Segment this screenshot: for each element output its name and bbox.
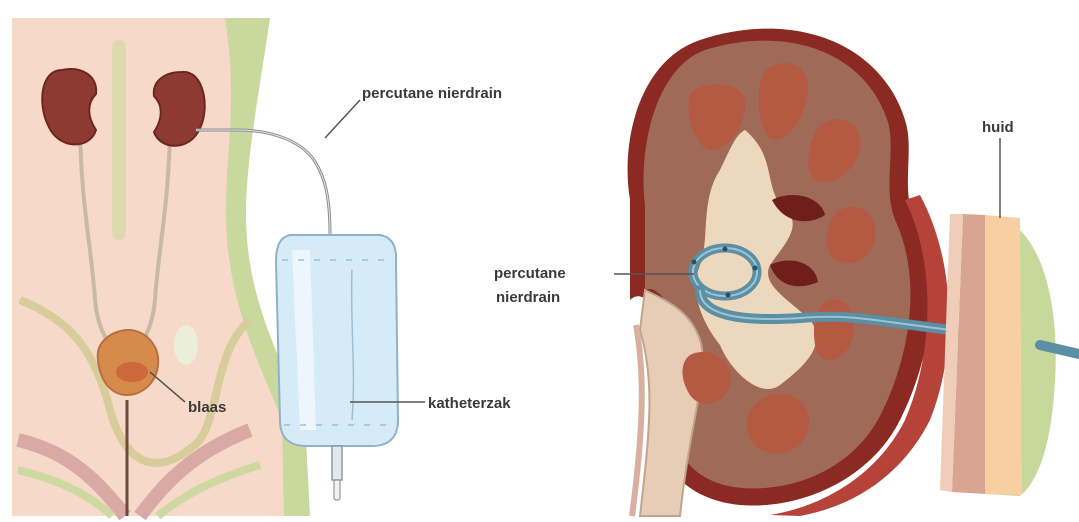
label-skin: huid xyxy=(982,119,1014,136)
drain-hole-1 xyxy=(692,260,697,265)
label-bladder: blaas xyxy=(188,399,226,416)
catheter-bag-outlet xyxy=(332,446,342,480)
drain-hole-4 xyxy=(726,293,731,298)
bladder-inner xyxy=(116,362,148,382)
label-drain-right-line1: percutane xyxy=(494,265,566,282)
kidney-right xyxy=(154,72,205,146)
kidney-cross-section xyxy=(628,29,965,516)
label-drain-left: percutane nierdrain xyxy=(362,85,502,102)
ureter-exit-band xyxy=(632,325,642,516)
skin-section xyxy=(940,214,1079,496)
drain-hole-2 xyxy=(723,247,728,252)
catheter-bag-outlet-tip xyxy=(334,480,340,500)
skin-layer-fat xyxy=(985,215,1022,495)
leader-drain-left xyxy=(325,100,360,138)
hip-joint-right xyxy=(174,325,198,365)
spine xyxy=(112,40,126,240)
label-drain-right-line2: nierdrain xyxy=(496,289,560,306)
body-figure xyxy=(12,18,398,516)
label-catheter-bag: katheterzak xyxy=(428,395,511,412)
drain-hole-3 xyxy=(753,266,758,271)
